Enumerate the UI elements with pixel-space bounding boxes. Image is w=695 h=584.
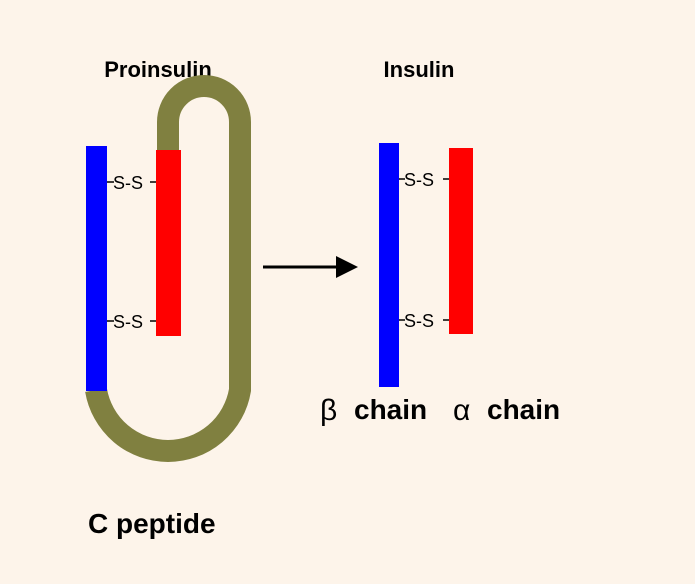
beta-chain-label: chain <box>354 394 427 425</box>
insulin-ss-bond-lower: S-S <box>404 311 434 331</box>
insulin-ss-bond-upper: S-S <box>404 170 434 190</box>
insulin-beta-chain <box>379 143 399 387</box>
insulin-title: Insulin <box>384 57 455 82</box>
alpha-symbol: α <box>453 394 470 427</box>
conversion-arrow-head <box>336 256 358 278</box>
proinsulin-beta-chain <box>86 146 107 391</box>
proinsulin-ss-bond-lower: S-S <box>113 312 143 332</box>
beta-symbol: β <box>320 394 337 427</box>
proinsulin-alpha-chain <box>156 150 181 336</box>
c-peptide-label: C peptide <box>88 508 216 539</box>
proinsulin-ss-bond-upper: S-S <box>113 173 143 193</box>
insulin-alpha-chain <box>449 148 473 334</box>
c-peptide-loop <box>85 75 251 462</box>
alpha-chain-label: chain <box>487 394 560 425</box>
